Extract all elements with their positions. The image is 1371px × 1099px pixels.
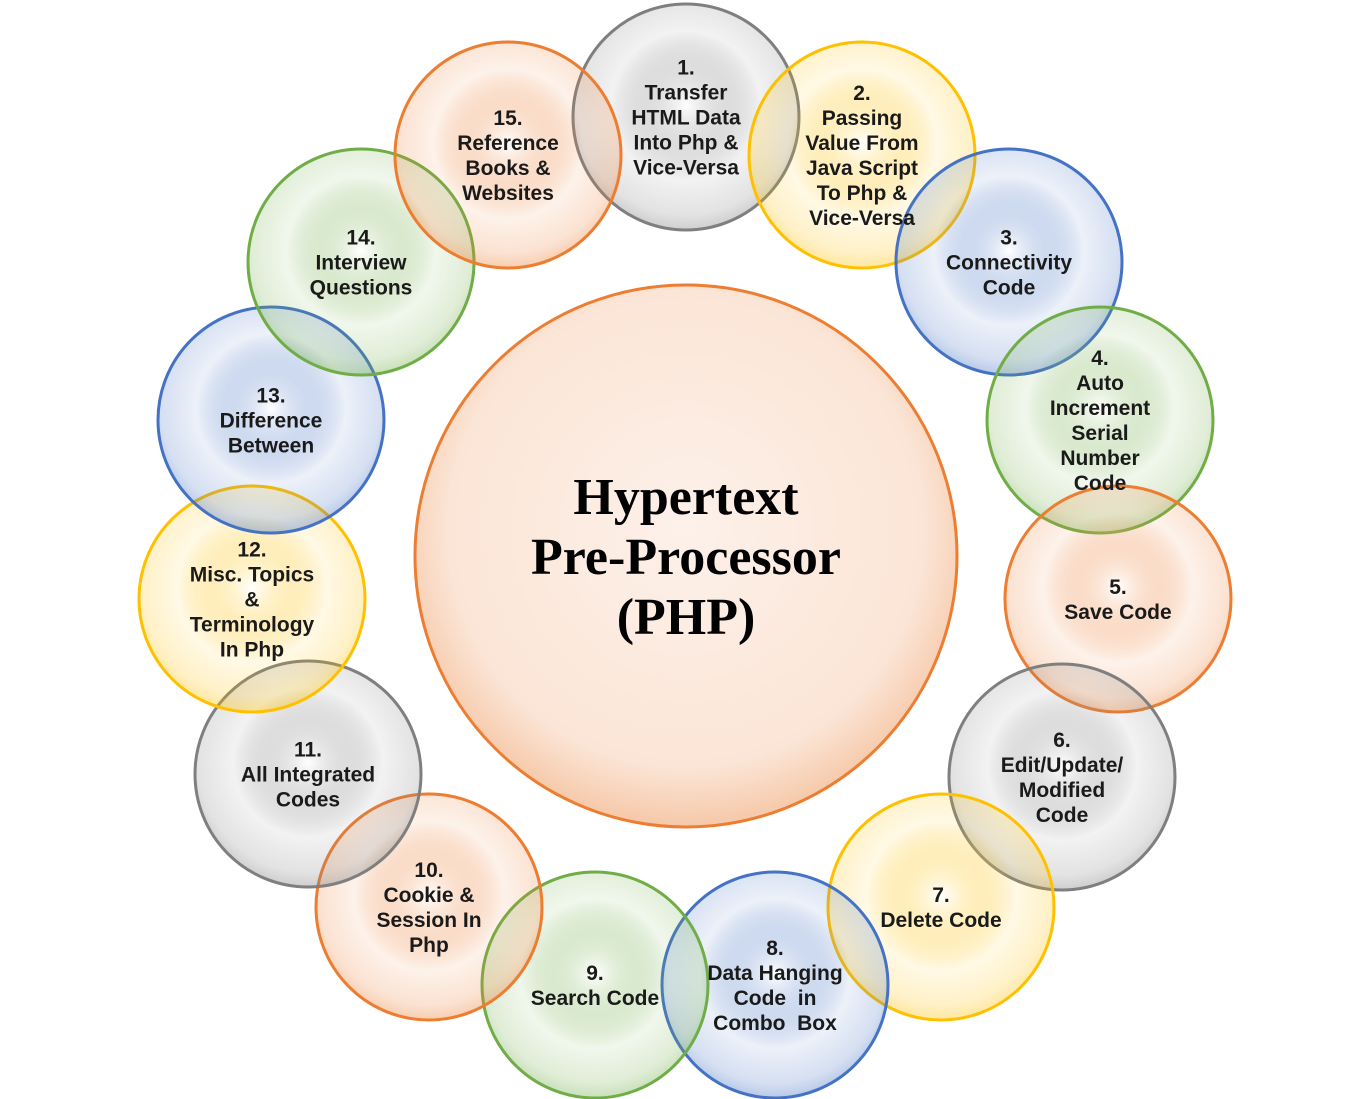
topic-number: 11.: [294, 738, 322, 761]
topic-number: 12.: [237, 538, 266, 561]
topic-text-line: Auto: [1076, 372, 1124, 395]
topic-text-line: Code: [983, 276, 1036, 299]
center-title-line: Pre-Processor: [531, 529, 841, 586]
center-title-line: (PHP): [617, 589, 756, 646]
topic-text-line: Save Code: [1064, 601, 1171, 624]
topic-text-line: Increment: [1050, 397, 1150, 420]
topic-text-line: Session In: [376, 909, 481, 932]
topic-text-line: Number: [1060, 447, 1139, 470]
topic-text-line: Code: [1074, 472, 1127, 495]
topic-text-line: Data Hanging: [707, 962, 842, 985]
topic-number: 15.: [493, 107, 522, 130]
topic-text-line: Reference: [457, 132, 559, 155]
center-title-line: Hypertext: [573, 469, 799, 526]
topic-text-line: Terminology: [190, 613, 315, 636]
topic-text-line: Websites: [462, 182, 554, 205]
topic-label-5: 5.Save Code: [1064, 576, 1171, 624]
topic-text-line: Between: [228, 434, 314, 457]
topic-label-7: 7.Delete Code: [880, 884, 1001, 932]
topic-text-line: Php: [409, 934, 449, 957]
topic-number: 8.: [766, 937, 784, 960]
topic-number: 7.: [932, 884, 950, 907]
topic-text-line: &: [244, 588, 259, 611]
topic-number: 3.: [1000, 226, 1018, 249]
topic-text-line: Difference: [220, 409, 323, 432]
topic-text-line: Codes: [276, 788, 340, 811]
topic-text-line: Serial: [1071, 422, 1128, 445]
topic-text-line: Code in: [734, 987, 817, 1010]
topic-text-line: Misc. Topics: [190, 563, 314, 586]
topic-text-line: Delete Code: [880, 909, 1001, 932]
topic-number: 6.: [1053, 729, 1071, 752]
topic-text-line: To Php &: [817, 182, 908, 205]
topic-text-line: Java Script: [806, 157, 918, 180]
topic-text-line: Vice-Versa: [809, 207, 915, 230]
topic-number: 4.: [1091, 347, 1109, 370]
topic-text-line: Code: [1036, 804, 1089, 827]
topic-number: 9.: [586, 962, 604, 985]
topic-text-line: Vice-Versa: [633, 156, 739, 179]
center-circle: [413, 283, 959, 829]
topic-text-line: Connectivity: [946, 251, 1072, 274]
topic-text-line: Into Php &: [634, 131, 739, 154]
topic-text-line: Passing: [822, 107, 903, 130]
topic-text-line: Modified: [1019, 779, 1105, 802]
topic-text-line: Search Code: [531, 987, 659, 1010]
topic-number: 2.: [853, 82, 871, 105]
topic-text-line: All Integrated: [241, 763, 375, 786]
topic-text-line: Books &: [465, 157, 550, 180]
topic-text-line: In Php: [220, 638, 284, 661]
topic-text-line: Value From: [805, 132, 918, 155]
topic-label-9: 9.Search Code: [531, 962, 659, 1010]
topic-number: 13.: [256, 384, 285, 407]
topic-number: 10.: [414, 859, 443, 882]
topic-number: 5.: [1109, 576, 1127, 599]
topic-number: 14.: [346, 226, 375, 249]
topic-text-line: Questions: [310, 276, 413, 299]
topic-text-line: Interview: [315, 251, 407, 274]
topic-circles: [137, 2, 1233, 1099]
topic-text-line: Edit/Update/: [1001, 754, 1124, 777]
topic-text-line: HTML Data: [631, 106, 741, 129]
topic-text-line: Cookie &: [383, 884, 474, 907]
topic-number: 1.: [677, 56, 695, 79]
topic-circle-15: [393, 40, 623, 270]
topic-text-line: Combo Box: [713, 1012, 837, 1035]
topic-text-line: Transfer: [645, 81, 728, 104]
